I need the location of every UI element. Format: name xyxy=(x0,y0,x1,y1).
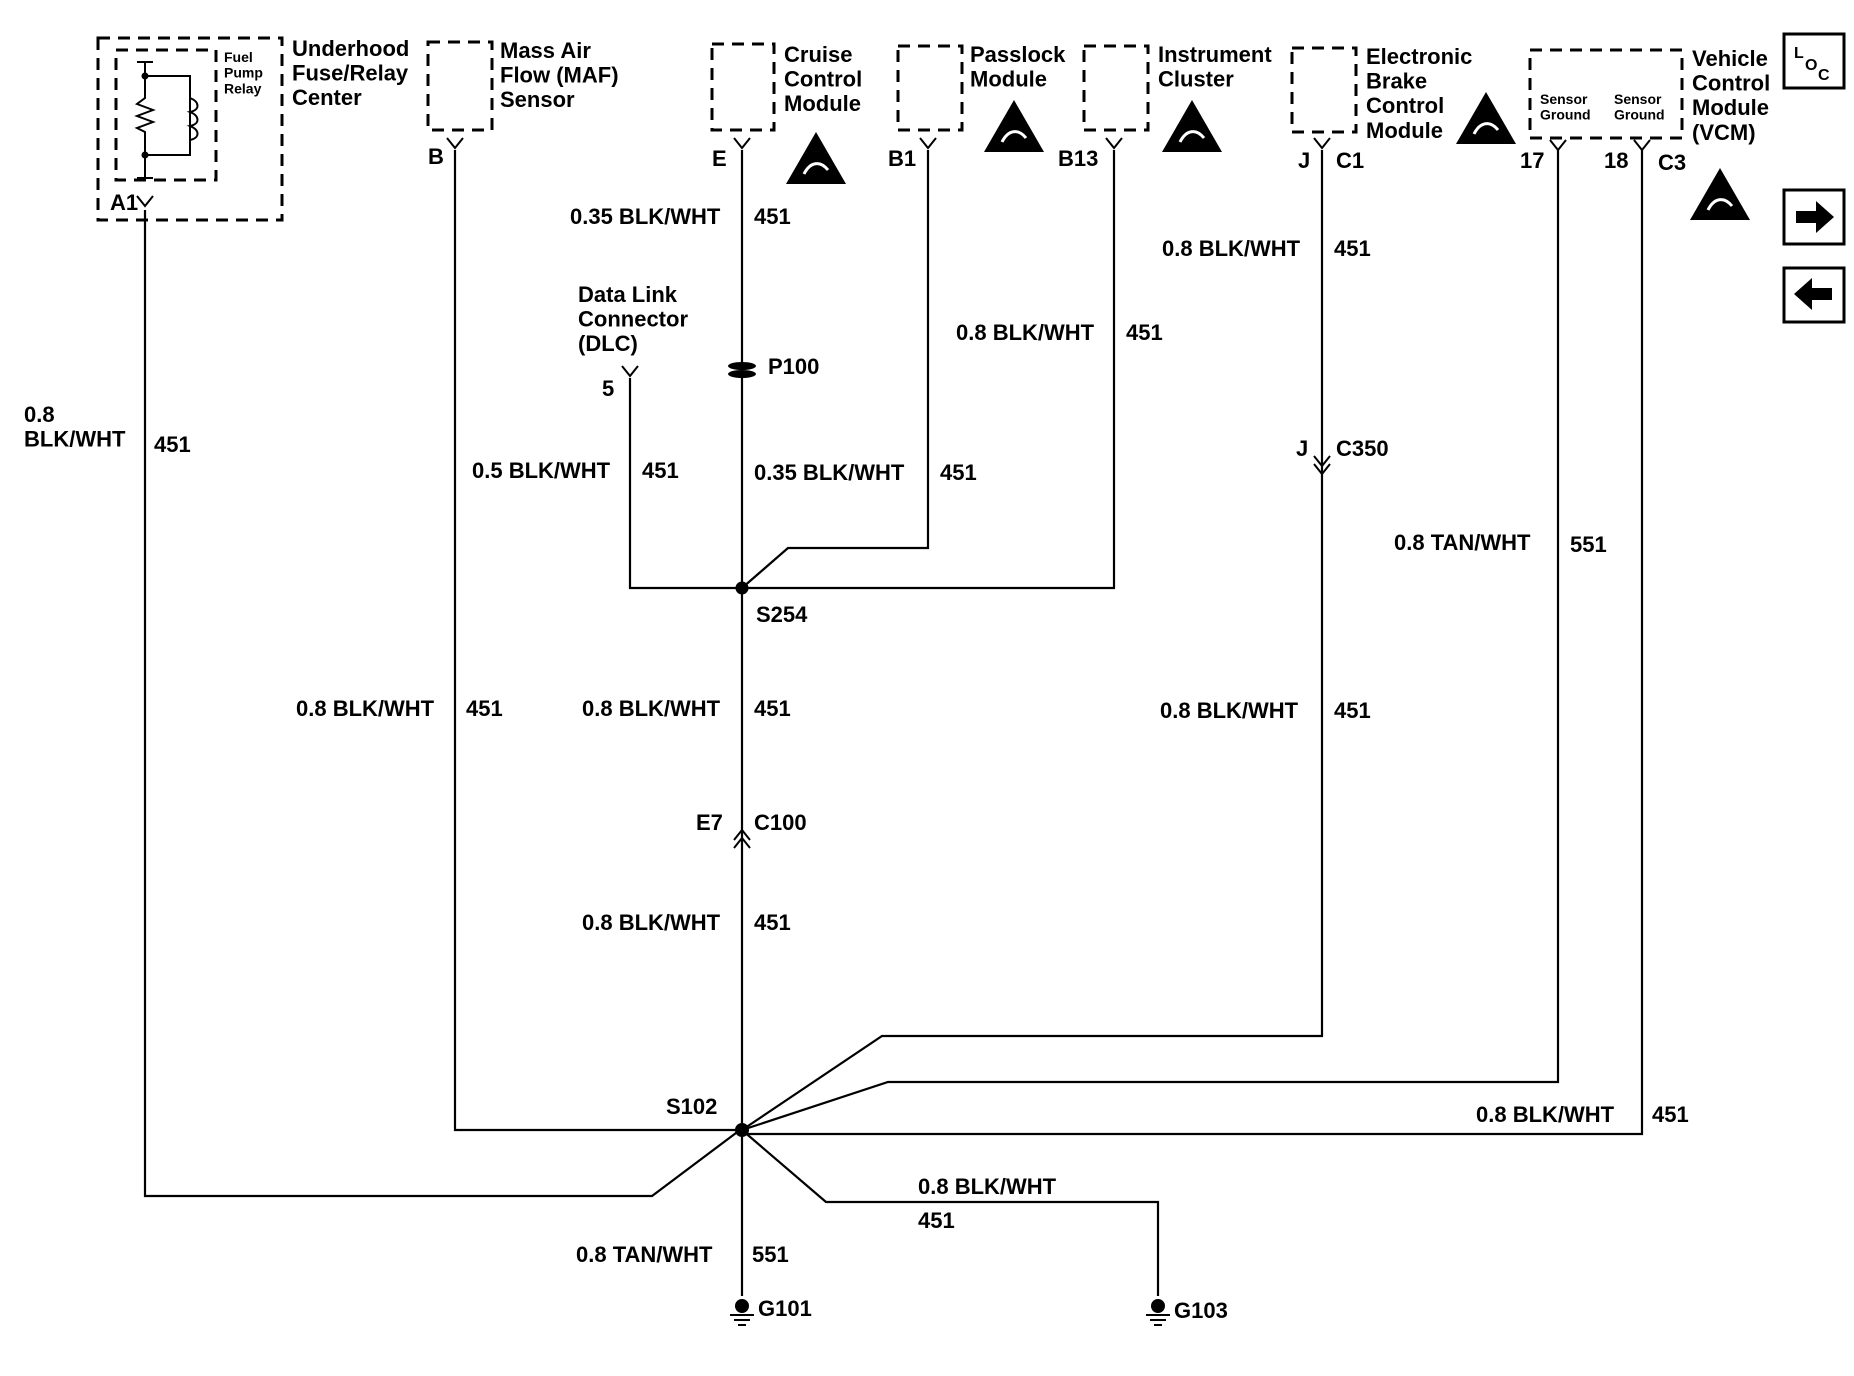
ebcm-wire-upper-spec: 0.8 BLK/WHT xyxy=(1162,236,1301,261)
cluster-wire-circuit: 451 xyxy=(1126,320,1163,345)
next-page-button[interactable] xyxy=(1782,188,1846,246)
pin-a1: A1 xyxy=(110,190,138,215)
pin-c350-j: J xyxy=(1296,436,1308,461)
connector-c350: C350 xyxy=(1336,436,1389,461)
p100-connector-icon xyxy=(728,362,756,378)
fuel-pump-relay-schematic xyxy=(134,61,199,179)
ebcm-wire-lower-spec: 0.8 BLK/WHT xyxy=(1160,698,1299,723)
arrow-left-icon xyxy=(1794,278,1832,310)
ground-g103-icon xyxy=(1146,1299,1170,1326)
pin-j: J xyxy=(1298,148,1310,173)
loc-icon-o: O xyxy=(1805,57,1817,74)
maf-wire-spec: 0.8 BLK/WHT xyxy=(296,696,435,721)
ground-g103: G103 xyxy=(1174,1298,1228,1323)
g101-wire-circuit: 551 xyxy=(752,1242,789,1267)
g101-wire-spec: 0.8 TAN/WHT xyxy=(576,1242,713,1267)
pin-c3: C3 xyxy=(1658,150,1686,175)
ebcm-wire-upper-circuit: 451 xyxy=(1334,236,1371,261)
fuse-wire-circuit: 451 xyxy=(154,432,191,457)
vcm17-wire-spec: 0.8 TAN/WHT xyxy=(1394,530,1531,555)
loc-icon-c: C xyxy=(1818,67,1830,84)
cluster-wire-spec: 0.8 BLK/WHT xyxy=(956,320,1095,345)
ebcm-wire-lower-circuit: 451 xyxy=(1334,698,1371,723)
dlc-wire-spec: 0.5 BLK/WHT xyxy=(472,458,611,483)
esd-warning-icon xyxy=(1456,92,1516,144)
pin-b13: B13 xyxy=(1058,146,1098,171)
wiring xyxy=(143,150,1644,1296)
s254-c100-wire-spec: 0.8 BLK/WHT xyxy=(582,696,721,721)
ground-g101-icon xyxy=(730,1299,754,1326)
previous-page-button[interactable] xyxy=(1782,266,1846,324)
p100-wire-spec: 0.35 BLK/WHT xyxy=(754,460,905,485)
maf-wire-circuit: 451 xyxy=(466,696,503,721)
p100-wire-circuit: 451 xyxy=(940,460,977,485)
pin-18: 18 xyxy=(1604,148,1628,173)
arrow-right-icon xyxy=(1796,201,1834,233)
vcm18-wire-spec: 0.8 BLK/WHT xyxy=(1476,1102,1615,1127)
pin-b: B xyxy=(428,144,444,169)
splice-p100: P100 xyxy=(768,354,819,379)
esd-warning-icon xyxy=(1690,168,1750,220)
s254-c100-wire-circuit: 451 xyxy=(754,696,791,721)
connector-c100: C100 xyxy=(754,810,807,835)
esd-warning-icon xyxy=(786,132,846,184)
loc-icon: L O C xyxy=(1782,32,1846,90)
esd-warning-icon xyxy=(984,100,1044,152)
cruise-wire-spec: 0.35 BLK/WHT xyxy=(570,204,721,229)
c100-s102-wire-circuit: 451 xyxy=(754,910,791,935)
pin-c1: C1 xyxy=(1336,148,1364,173)
splice-s254-dot xyxy=(735,581,749,595)
ground-g101: G101 xyxy=(758,1296,812,1321)
dlc-wire-circuit: 451 xyxy=(642,458,679,483)
vcm17-wire-circuit: 551 xyxy=(1570,532,1607,557)
splice-s102-dot xyxy=(735,1123,749,1137)
g103-wire-spec: 0.8 BLK/WHT xyxy=(918,1174,1057,1199)
pin-e: E xyxy=(712,146,727,171)
splice-s102: S102 xyxy=(666,1094,717,1119)
c100-s102-wire-spec: 0.8 BLK/WHT xyxy=(582,910,721,935)
pin-dlc-5: 5 xyxy=(602,376,614,401)
esd-warning-icon xyxy=(1162,100,1222,152)
vcm18-wire-circuit: 451 xyxy=(1652,1102,1689,1127)
splice-s254: S254 xyxy=(756,602,808,627)
loc-icon-l: L xyxy=(1794,45,1804,62)
pin-b1: B1 xyxy=(888,146,916,171)
cruise-wire-circuit: 451 xyxy=(754,204,791,229)
connector-terminals xyxy=(136,137,1651,849)
pin-e7: E7 xyxy=(696,810,723,835)
pin-17: 17 xyxy=(1520,148,1544,173)
g103-wire-circuit: 451 xyxy=(918,1208,955,1233)
